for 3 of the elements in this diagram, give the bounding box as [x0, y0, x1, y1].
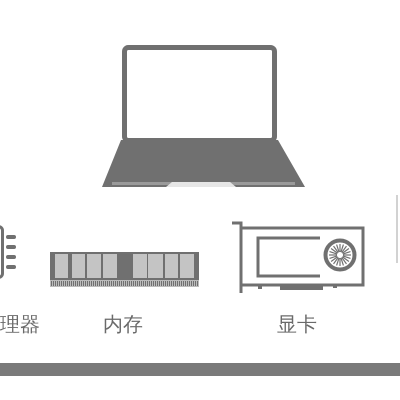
component-label: 显卡	[277, 312, 317, 336]
component-label: 理器	[0, 312, 40, 336]
component-label: 内存	[103, 312, 143, 336]
